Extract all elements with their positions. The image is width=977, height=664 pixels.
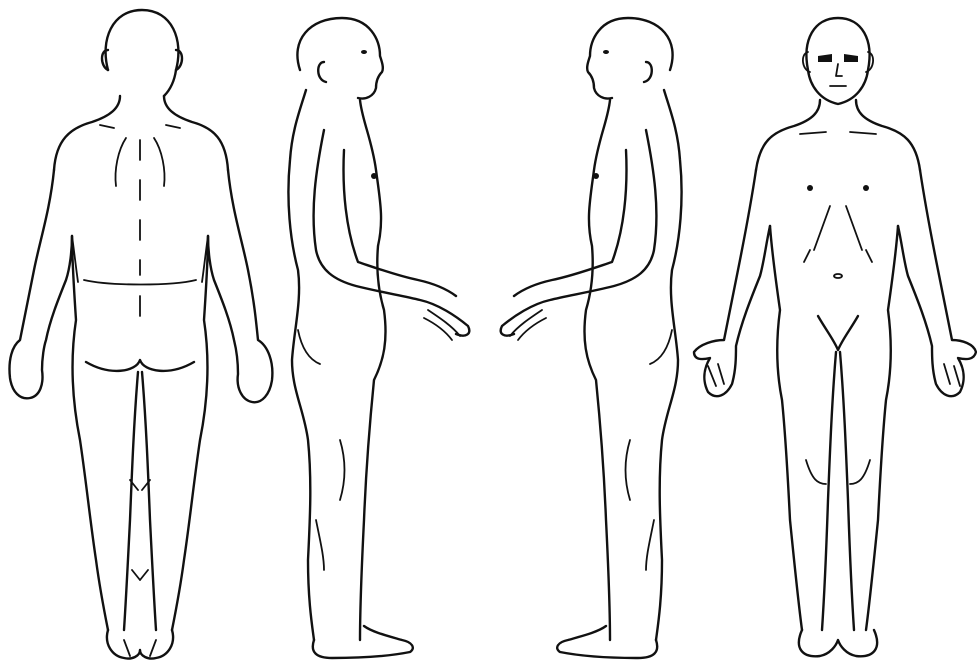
- nose: [836, 64, 842, 76]
- eye: [361, 50, 367, 54]
- head-outline: [297, 18, 382, 99]
- front-view-figure: [690, 0, 977, 664]
- arm-outer: [314, 130, 470, 336]
- buttocks-line: [86, 360, 194, 371]
- front-torso: [360, 100, 386, 640]
- eye: [603, 50, 609, 54]
- leg-inner-right: [142, 372, 156, 630]
- eyes: [818, 54, 858, 62]
- left-nipple: [807, 185, 813, 191]
- right-arm-outer: [208, 170, 272, 402]
- head-outline: [106, 10, 179, 96]
- arm-inner: [514, 150, 626, 296]
- neck-left: [756, 100, 820, 170]
- clavicles: [800, 132, 876, 134]
- ear: [644, 62, 652, 82]
- head-outline: [587, 18, 672, 99]
- back-view-figure: [0, 0, 280, 664]
- foot: [313, 626, 413, 658]
- ear: [318, 62, 326, 82]
- left-arm: [694, 170, 770, 396]
- back-line: [288, 90, 314, 640]
- side-view-right-figure: [280, 0, 480, 664]
- scapula-left: [115, 138, 126, 186]
- arm-outer: [501, 130, 657, 336]
- nipple: [371, 173, 377, 179]
- back-line: [656, 90, 682, 640]
- front-torso: [584, 100, 610, 640]
- left-arm-outer: [9, 170, 72, 398]
- scapula-right: [154, 138, 165, 186]
- foot: [557, 626, 657, 658]
- nipple: [593, 173, 599, 179]
- right-torso: [866, 226, 898, 630]
- abdomen: [804, 250, 872, 262]
- feet: [799, 630, 877, 656]
- arm-inner: [344, 150, 456, 296]
- groin: [818, 316, 858, 350]
- left-torso: [770, 226, 802, 630]
- neck-left: [54, 96, 120, 170]
- head-outline: [806, 18, 869, 104]
- inner-left-leg: [822, 352, 836, 630]
- navel: [834, 274, 842, 278]
- side-view-left-figure: [490, 0, 690, 664]
- leg-inner-left: [124, 372, 138, 630]
- neck-right: [856, 100, 920, 170]
- neck-right: [164, 96, 228, 170]
- inner-right-leg: [840, 352, 854, 630]
- left-torso: [72, 236, 108, 630]
- ribcage: [814, 206, 862, 250]
- right-torso: [172, 236, 208, 630]
- feet: [107, 630, 173, 659]
- right-nipple: [863, 185, 869, 191]
- right-arm: [898, 170, 976, 396]
- knees: [806, 460, 870, 484]
